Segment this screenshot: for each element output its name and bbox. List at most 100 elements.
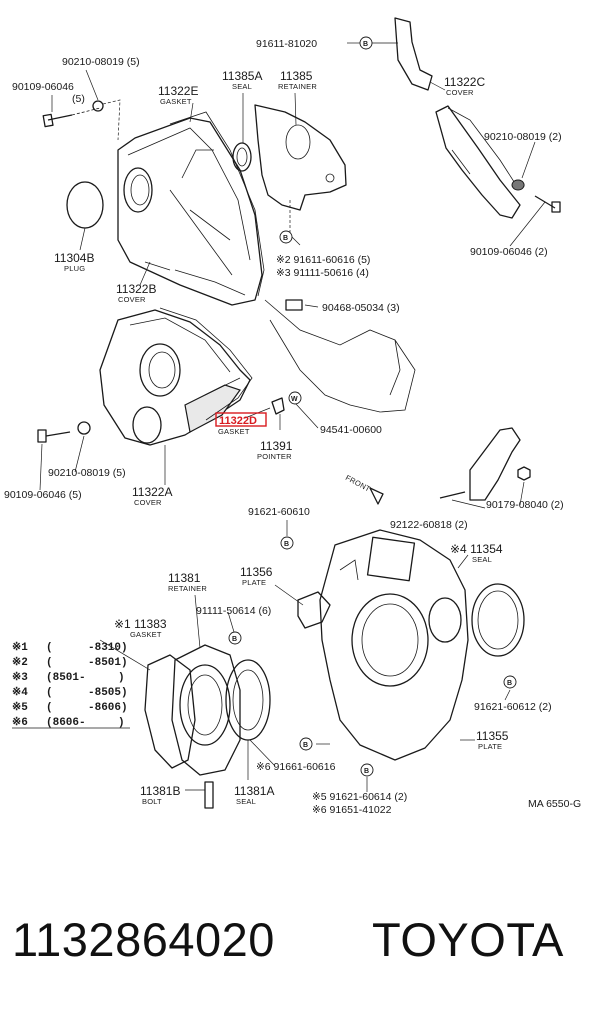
part-labels: 91611-81020 11322C COVER 90210-08019 (5)… [4,38,581,816]
svg-text:GASKET: GASKET [218,427,250,436]
bolt-11381b-drawing [204,781,214,809]
svg-text:COVER: COVER [118,295,146,304]
svg-text:B: B [232,636,237,643]
svg-text:SEAL: SEAL [236,797,256,806]
bracket-hook [469,427,521,501]
cover-11322b-drawing [117,117,263,306]
svg-text:-8310): -8310) [88,642,128,654]
label-91111-50614: 91111-50614 (6) [196,605,271,617]
svg-text:(: ( [46,687,53,699]
label-91611-81020: 91611-81020 [256,38,317,50]
label-11383: ※1 11383 [114,617,167,631]
label-90468-05034: 90468-05034 (3) [322,302,400,314]
label-94541-00600: 94541-00600 [320,424,382,436]
svg-text:): ) [118,717,125,729]
svg-text:BOLT: BOLT [142,797,162,806]
svg-text:POINTER: POINTER [257,452,292,461]
exploded-parts-diagram: B W [4,17,581,816]
washer-90210-08019-right [511,179,525,191]
label-11322a: 11322A [132,485,172,499]
cover-11322a-drawing [99,309,251,446]
label-91651-41022: ※6 91651-41022 [312,804,392,816]
svg-text:※6: ※6 [12,716,28,729]
svg-text:B: B [284,541,289,548]
label-11304b: 11304B [54,251,94,265]
plate-11356-drawing [297,591,331,629]
svg-text:(5): (5) [72,93,85,105]
svg-text:B: B [363,41,368,48]
bubble-b-91621-60614: B [360,763,374,777]
svg-text:SEAL: SEAL [472,555,492,564]
gasket-11322d-drawing [159,307,253,421]
svg-text:(: ( [46,657,53,669]
label-11385: 11385 [280,69,313,83]
svg-text:-8606): -8606) [88,702,128,714]
svg-text:GASKET: GASKET [160,97,192,106]
legend-row: ※4 ( -8505) [12,686,128,699]
label-11381b: 11381B [140,784,180,798]
label-11356: 11356 [240,565,273,579]
label-90109-06046-top: 90109-06046 [12,81,74,93]
bubble-b-91621-60610: B [280,536,294,550]
svg-text:B: B [507,680,512,687]
svg-text:※3: ※3 [12,671,28,684]
svg-text:W: W [291,396,298,403]
cover-11322c-drawing [394,17,521,219]
label-92122-60818: 92122-60818 (2) [390,519,468,531]
plug-11304b-drawing [66,181,104,229]
svg-text:-8505): -8505) [88,687,128,699]
label-90109-06046-right: 90109-06046 (2) [470,246,548,258]
label-11355: 11355 [476,729,509,743]
label-11354: ※4 11354 [450,542,503,556]
svg-text:(8501-: (8501- [46,672,86,684]
bubble-b-91111-50614: B [228,631,242,645]
label-91661-60616: ※6 91661-60616 [256,761,336,773]
washer-90210-08019-top [92,100,104,112]
label-90109-06046-left: 90109-06046 (5) [4,489,82,501]
label-11322d-highlighted: 11322D [219,415,257,427]
svg-text:FRONT: FRONT [344,473,372,494]
retainer-11385-drawing [254,104,347,235]
label-11385a: 11385A [222,69,262,83]
label-91611-60616: ※2 91611-60616 (5) [276,254,370,266]
bolt-90109-06046-top [42,107,101,128]
svg-text:B: B [364,768,369,775]
seal-11385a-drawing [232,142,252,172]
svg-text:RETAINER: RETAINER [168,584,207,593]
brand-name: TOYOTA [372,913,564,966]
bubble-b-91621-60612: B [503,675,517,689]
svg-text:※1: ※1 [12,641,28,654]
pointer-11391-drawing [271,397,285,430]
label-11322c: 11322C [444,75,485,89]
stud-92122-60818 [439,491,466,499]
label-90179-08040: 90179-08040 (2) [486,499,564,511]
label-91621-60612: 91621-60612 (2) [474,701,552,713]
bubble-b-91611-81020: B [359,36,373,50]
label-91111-50616: ※3 91111-50616 (4) [276,267,369,279]
svg-text:※5: ※5 [12,701,28,714]
model-year-legend: ※1 ( -8310) ※2 ( -8501) ※3 (8501- ) ※4 (… [12,641,130,729]
label-90210-08019-left: 90210-08019 (5) [48,467,126,479]
bubble-b-91611-60616: B [279,230,293,244]
diagram-code: MA 6550-G [528,798,581,810]
legend-row: ※6 (8606- ) [12,716,125,729]
svg-text:PLATE: PLATE [478,742,502,751]
svg-text:RETAINER: RETAINER [278,82,317,91]
svg-text:(: ( [46,702,53,714]
label-91621-60614: ※5 91621-60614 (2) [312,791,407,803]
clip-90468-05034 [285,299,303,311]
front-arrow: FRONT [344,473,384,505]
bolt-90109-06046-left [37,429,71,443]
label-11391: 11391 [260,439,293,453]
svg-text:B: B [303,742,308,749]
plate-11355-drawing [319,529,469,761]
seal-11354-drawing [471,583,525,657]
gasket-11383-drawing [144,654,196,769]
legend-row: ※2 ( -8501) [12,656,128,669]
svg-text:GASKET: GASKET [130,630,162,639]
seal-11381a-drawing [225,659,271,741]
gasket-11322e-drawing [169,111,265,297]
svg-text:B: B [283,235,288,242]
svg-text:PLATE: PLATE [242,578,266,587]
